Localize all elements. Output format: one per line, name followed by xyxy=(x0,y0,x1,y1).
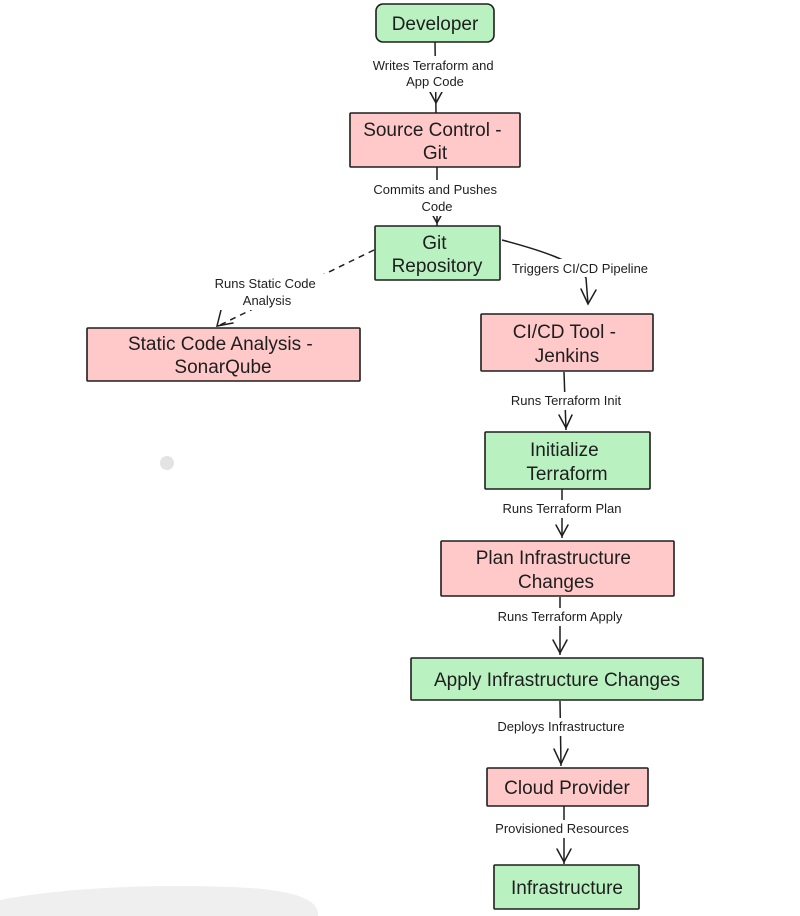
edge-runs-apply: Runs Terraform Apply xyxy=(486,597,634,655)
node-developer: Developer xyxy=(375,3,495,43)
svg-text:Initialize Terraform: Initialize Terraform xyxy=(526,440,607,485)
edge-label-runs-init: Runs Terraform Init xyxy=(511,393,622,408)
node-infrastructure: Infrastructure xyxy=(493,864,640,910)
edge-label-runs-apply: Runs Terraform Apply xyxy=(498,609,623,624)
edge-label-writes-code: Writes Terraform and App Code xyxy=(373,58,498,89)
stray-dot xyxy=(160,456,174,470)
svg-text:Plan Infrastructure Chan: Plan Infrastructure Changes xyxy=(476,548,637,593)
node-source-control: Source Control - Git xyxy=(349,112,521,168)
node-plan-changes: Plan Infrastructure Changes xyxy=(440,540,675,597)
svg-text:CI/CD Tool - Jenkins: CI/CD Tool - Jenkins xyxy=(513,322,621,367)
node-git-repository: Git Repository xyxy=(374,225,501,281)
node-static-analysis: Static Code Analysis - SonarQube xyxy=(86,327,361,382)
edge-label-runs-plan: Runs Terraform Plan xyxy=(503,501,622,516)
edge-runs-static-analysis: Runs Static Code Analysis xyxy=(206,249,375,327)
node-init-terraform: Initialize Terraform xyxy=(484,431,651,490)
edge-label-provisioned: Provisioned Resources xyxy=(495,821,629,836)
svg-text:Cloud Provider: Cloud Provider xyxy=(504,778,630,799)
svg-text:Apply Infrastructure Changes: Apply Infrastructure Changes xyxy=(434,670,680,691)
edge-runs-init: Runs Terraform Init xyxy=(500,371,632,431)
node-cloud-provider: Cloud Provider xyxy=(486,767,649,807)
svg-text:Infrastructure: Infrastructure xyxy=(511,878,623,899)
edge-label-deploys: Deploys Infrastructure xyxy=(497,719,624,734)
svg-text:Source Control - Git: Source Control - Git xyxy=(363,120,507,164)
node-cicd-tool: CI/CD Tool - Jenkins xyxy=(480,313,654,372)
edge-triggers-pipeline: Triggers CI/CD Pipeline xyxy=(501,239,658,306)
smudge-artifact xyxy=(0,886,319,916)
edge-label-triggers-pipeline: Triggers CI/CD Pipeline xyxy=(512,261,648,276)
node-apply-changes: Apply Infrastructure Changes xyxy=(410,657,704,701)
edge-commits-pushes: Commits and Pushes Code xyxy=(362,167,512,226)
svg-text:Git Repository: Git Repository xyxy=(392,233,483,277)
edge-label-commits-pushes: Commits and Pushes Code xyxy=(373,182,500,214)
edge-deploys: Deploys Infrastructure xyxy=(486,700,636,767)
edge-writes-code: Writes Terraform and App Code xyxy=(360,41,510,114)
edge-provisioned: Provisioned Resources xyxy=(484,806,640,864)
svg-text:Static Code Analysis - S: Static Code Analysis - SonarQube xyxy=(128,334,318,378)
edge-runs-plan: Runs Terraform Plan xyxy=(492,489,632,538)
svg-text:Developer: Developer xyxy=(392,14,479,35)
edge-label-runs-static-analysis: Runs Static Code Analysis xyxy=(215,276,320,308)
